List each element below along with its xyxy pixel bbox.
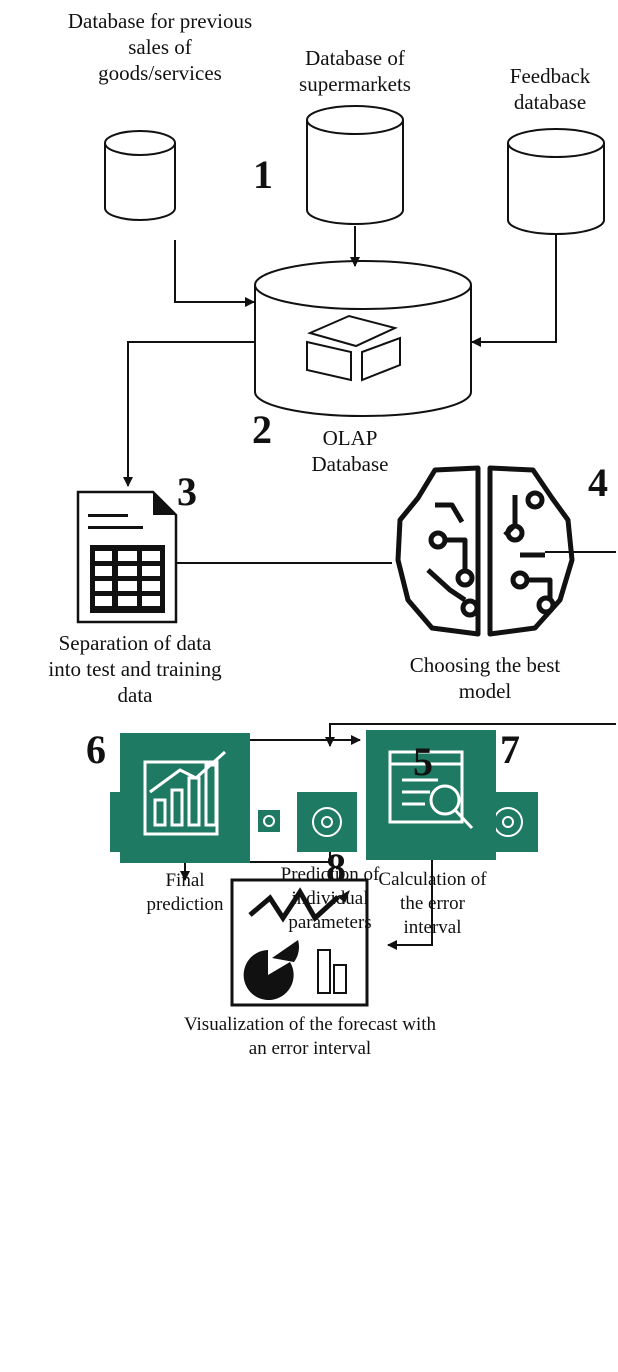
visualization-label-line: an error interval: [248, 1038, 372, 1059]
best-model-label-line: Choosing the best: [409, 653, 561, 677]
prediction-params-label-line: parameters: [288, 912, 372, 933]
sales-database-icon: [104, 130, 176, 221]
sales-database-label: Database for previous sales of goods/ser…: [30, 8, 290, 86]
error-interval-label-line: interval: [403, 917, 462, 938]
best-model-label-line: model: [458, 679, 512, 703]
dashboard-chart-icon: [230, 878, 369, 1007]
step-number-4: 4: [588, 460, 608, 505]
best-model-label: Choosing the best model: [380, 652, 590, 704]
split-data-label-line: into test and training: [48, 657, 222, 681]
error-interval-label-line: Calculation of: [378, 869, 487, 890]
step-number-2: 2: [252, 407, 272, 452]
olap-database-label-line: OLAP: [322, 426, 378, 450]
visualization-label-line: Visualization of the forecast with: [183, 1014, 437, 1035]
growth-chart-icon: [120, 733, 250, 863]
final-prediction-label-line: prediction: [146, 894, 224, 915]
sales-database-label-line: sales of: [128, 35, 192, 59]
spreadsheet-document-icon: [76, 490, 178, 624]
error-interval-label-line: the error: [400, 893, 465, 914]
step-number-7: 7: [500, 727, 520, 772]
cube-icon: [306, 314, 401, 382]
brain-gear-tile: [297, 792, 357, 852]
prediction-params-label-line: individual: [291, 888, 369, 909]
supermarkets-database-label-line: Database of: [305, 46, 405, 70]
step-number-3: 3: [177, 469, 197, 514]
step-number-5: 5: [413, 739, 433, 784]
feedback-database-label-line: database: [513, 90, 587, 114]
supermarkets-database-icon: [306, 105, 404, 225]
olap-database-label-line: Database: [311, 452, 389, 476]
supermarkets-database-label-line: supermarkets: [299, 72, 411, 96]
supermarkets-database-label: Database of supermarkets: [270, 45, 440, 97]
split-data-label-line: Separation of data: [58, 631, 212, 655]
olap-database-label: OLAP Database: [290, 425, 410, 477]
split-data-label-line: data: [117, 683, 153, 707]
split-data-label: Separation of data into test and trainin…: [10, 630, 260, 708]
sales-database-label-line: Database for previous: [67, 9, 253, 33]
error-interval-label: Calculation of the error interval: [355, 868, 510, 940]
magnifier-report-icon: [366, 730, 496, 860]
final-prediction-label: Final prediction: [130, 869, 240, 917]
step-number-1: 1: [253, 152, 273, 197]
final-prediction-label-line: Final: [165, 870, 205, 891]
connector-lines: [123, 226, 616, 950]
sales-database-label-line: goods/services: [98, 61, 222, 85]
visualization-label: Visualization of the forecast with an er…: [110, 1013, 510, 1061]
prediction-params-label-line: Prediction of: [280, 864, 380, 885]
feedback-database-icon: [507, 128, 605, 235]
feedback-database-label-line: Feedback: [509, 64, 591, 88]
step-number-8: 8: [326, 845, 346, 890]
prediction-params-label: Prediction of individual parameters: [240, 863, 420, 935]
feedback-database-label: Feedback database: [490, 63, 610, 115]
olap-database-icon: [254, 260, 472, 417]
step-number-6: 6: [86, 727, 106, 772]
brain-gear-tile: [258, 810, 280, 832]
ai-brain-circuit-icon: [395, 465, 575, 637]
